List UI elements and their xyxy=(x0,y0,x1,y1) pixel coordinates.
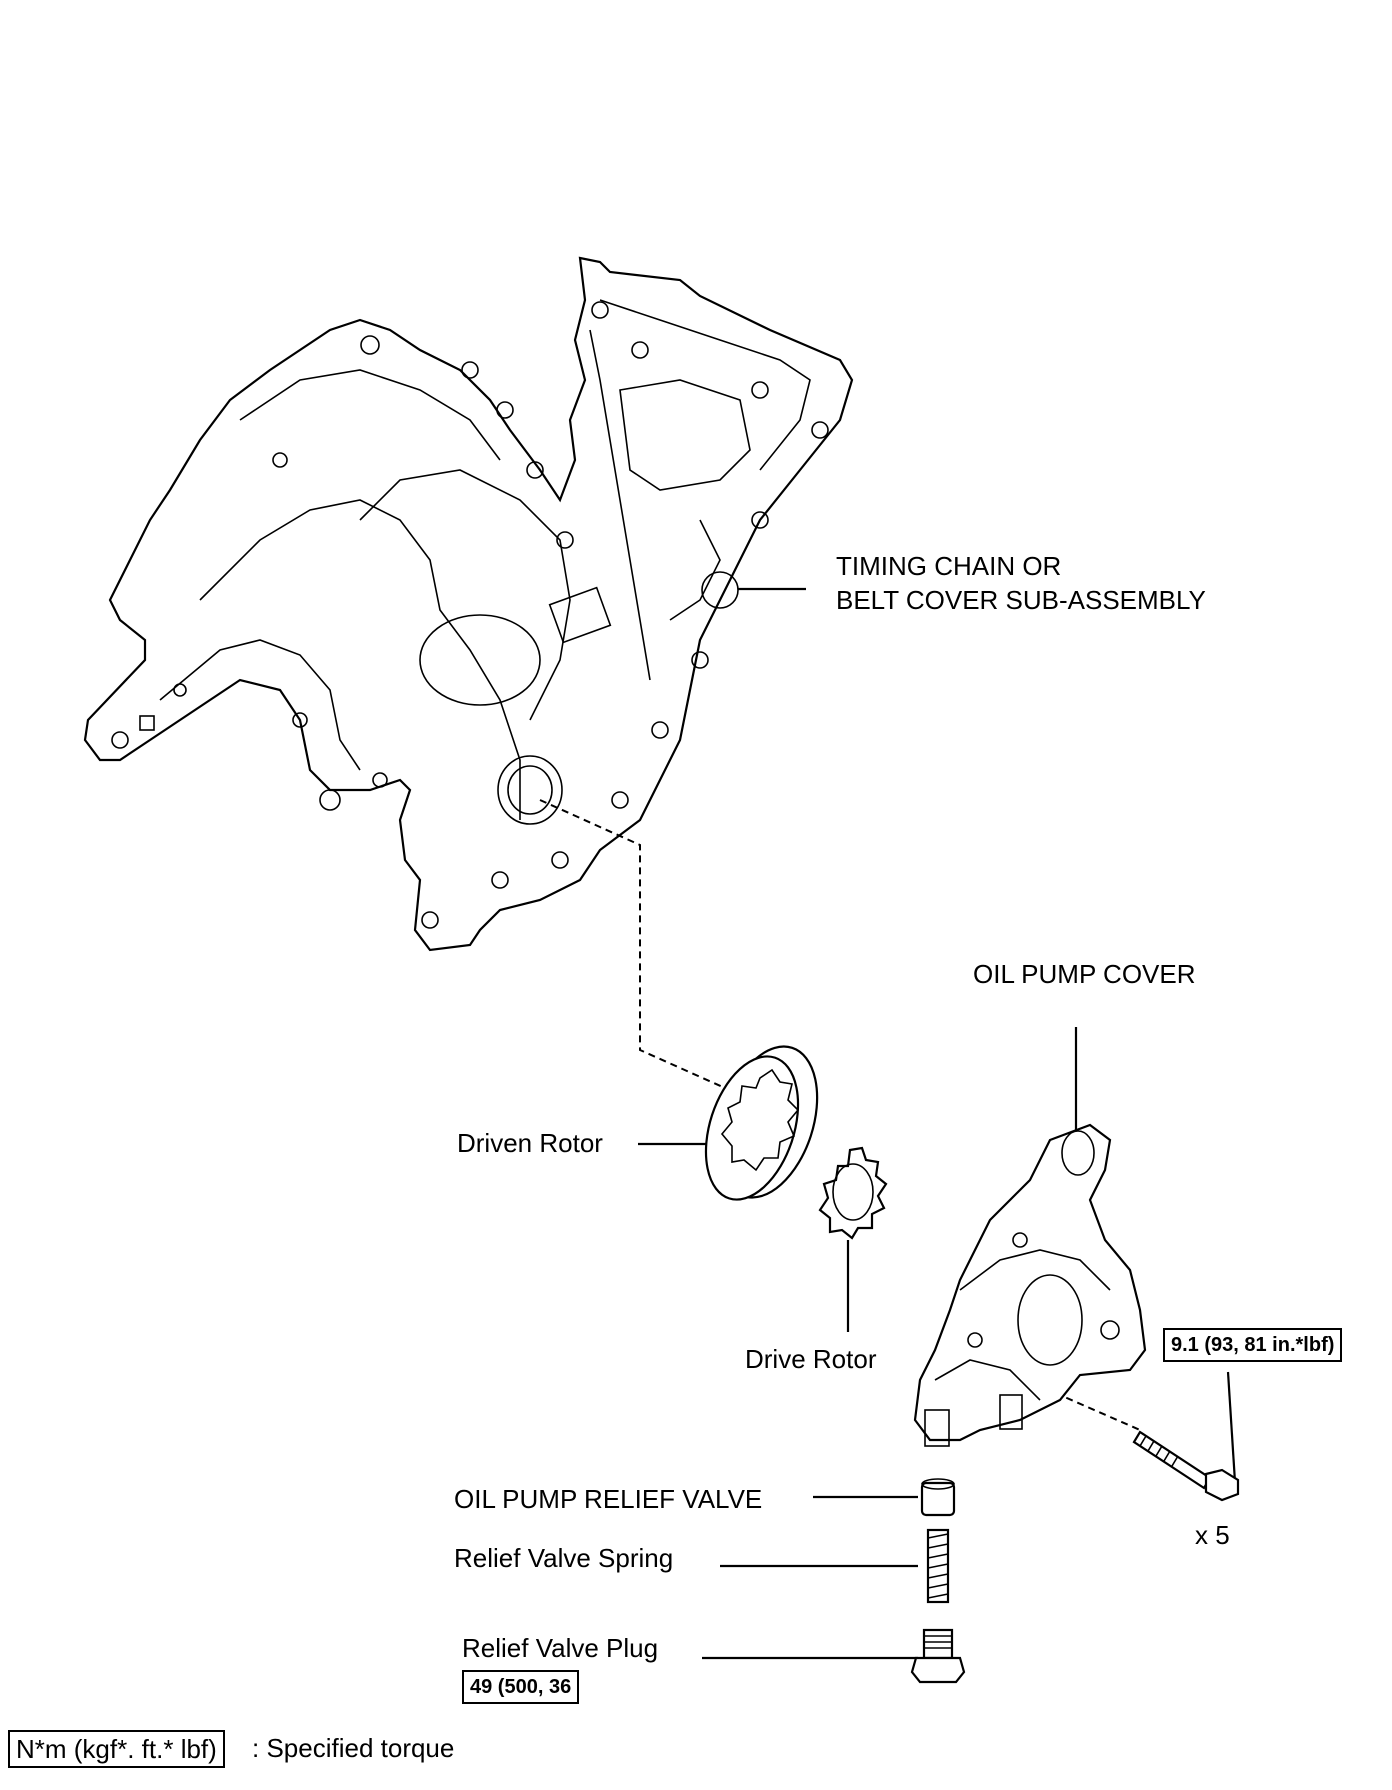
plug-torque-box: 49 (500, 36 xyxy=(462,1670,580,1704)
legend-unit-box: N*m (kgf*. ft.* lbf) xyxy=(8,1730,225,1768)
legend-text: : Specified torque xyxy=(252,1733,455,1763)
alignment-line xyxy=(539,799,726,1089)
timing-chain-cover xyxy=(83,256,854,952)
relief-valve-spring xyxy=(926,1528,950,1604)
label-timing-cover-line1: TIMING CHAIN OR xyxy=(836,551,1062,581)
label-timing-cover-line2: BELT COVER SUB-ASSEMBLY xyxy=(836,585,1206,615)
oil-pump-relief-valve xyxy=(920,1478,956,1517)
driven-rotor xyxy=(704,1045,819,1201)
label-bolt-qty: x 5 xyxy=(1195,1520,1230,1550)
oil-pump-cover xyxy=(913,1123,1147,1447)
label-oil-pump-cover: OIL PUMP COVER xyxy=(973,959,1196,989)
label-relief-plug: Relief Valve Plug xyxy=(462,1633,659,1663)
relief-valve-plug xyxy=(910,1628,966,1684)
label-relief-valve: OIL PUMP RELIEF VALVE xyxy=(454,1484,763,1514)
leader-bolt-torque xyxy=(1226,1371,1237,1483)
label-driven-rotor: Driven Rotor xyxy=(457,1128,603,1158)
drive-rotor xyxy=(818,1146,888,1240)
bolt xyxy=(1132,1430,1240,1502)
bolt-torque-box: 9.1 (93, 81 in.*lbf) xyxy=(1163,1328,1343,1362)
label-drive-rotor: Drive Rotor xyxy=(745,1344,877,1374)
label-relief-spring: Relief Valve Spring xyxy=(454,1543,674,1573)
